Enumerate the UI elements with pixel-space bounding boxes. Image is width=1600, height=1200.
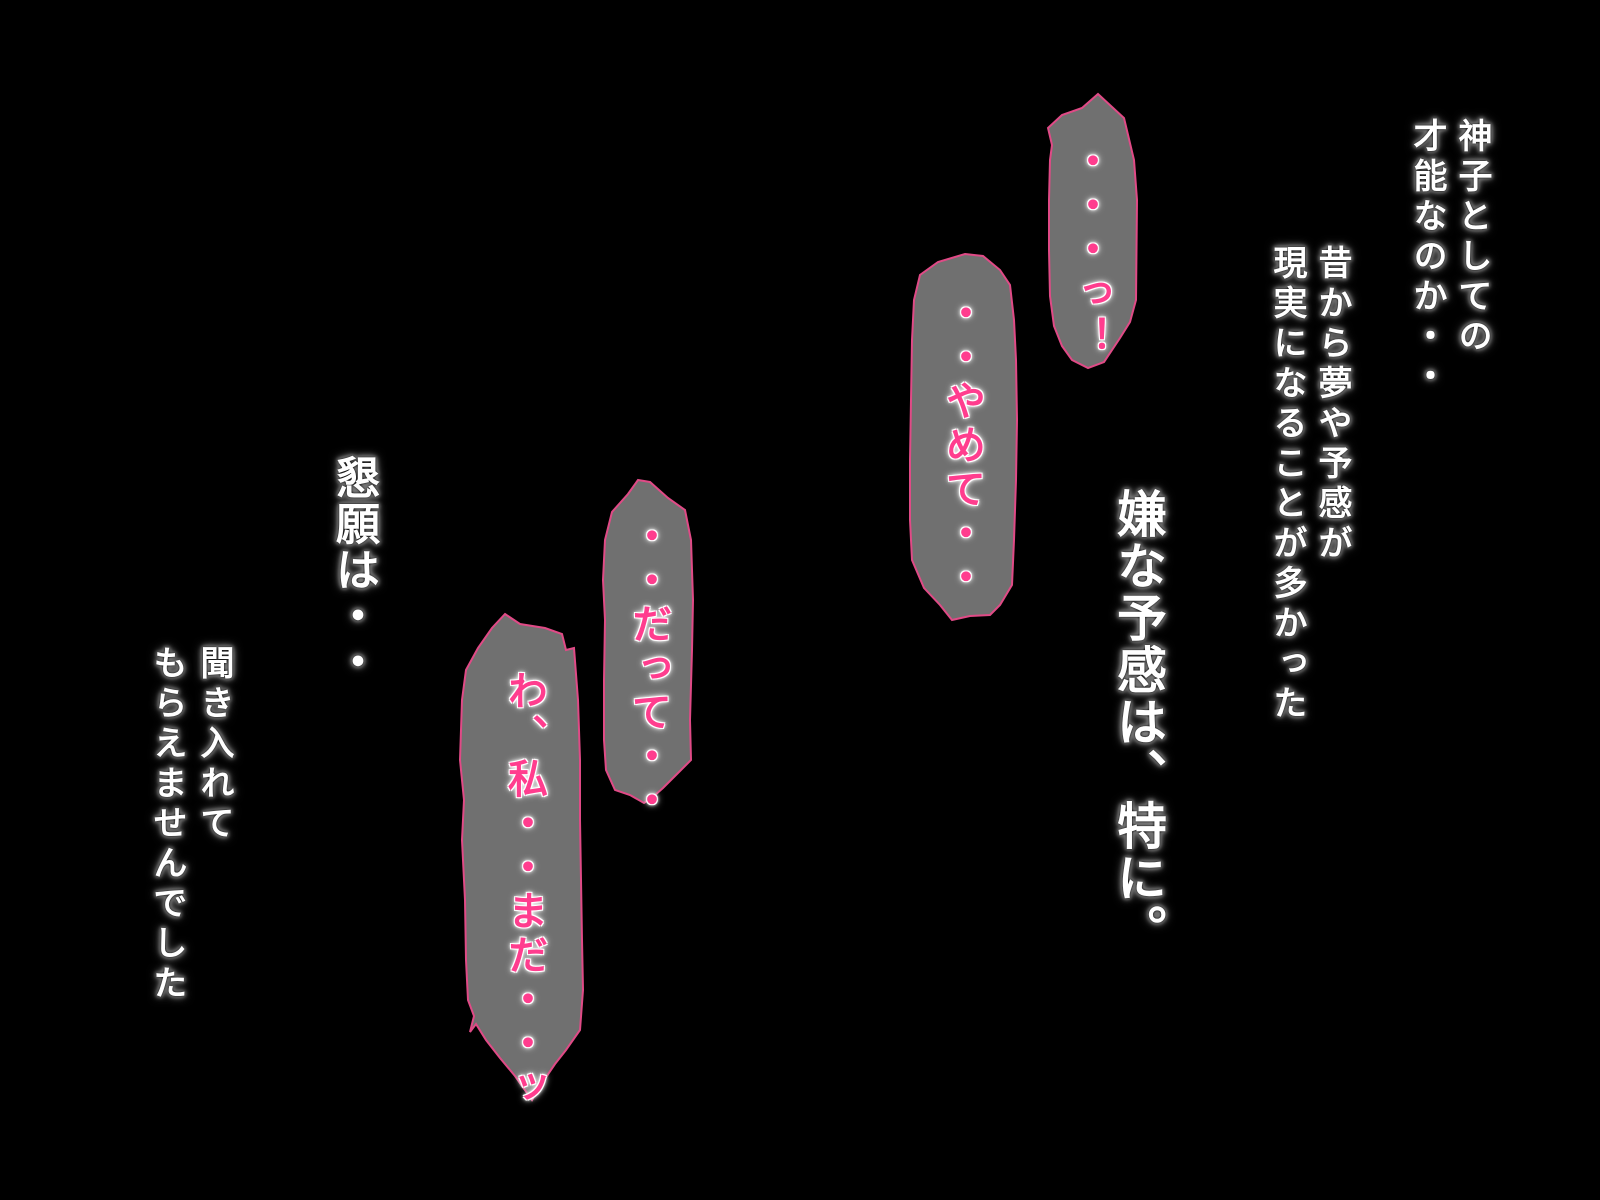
speech-bubble-1-text: ・・・っ！ [1066,140,1112,360]
speech-bubble-1 [1046,92,1139,370]
narration-line-7: 聞き入れて [194,645,234,845]
narration-line-1: 神子としての [1452,118,1492,358]
speech-bubble-2 [909,252,1019,622]
speech-bubble-3 [601,478,695,805]
speech-bubble-4 [458,612,585,1102]
narration-line-2: 才能なのか・・ [1407,118,1447,398]
speech-bubble-2-text: ・・やめて・・ [939,292,985,600]
narration-line-4: 現実になることが多かった [1267,245,1307,725]
narration-line-6: 懇願は・・ [328,455,379,685]
speech-bubble-4-text: わ、私・・まだ・・ッ [501,670,547,1110]
narration-line-8: もらえませんでした [147,645,187,1005]
narration-line-3: 昔から夢や予感が [1312,245,1352,565]
narration-line-5: 嫌な予感は、特に。 [1109,488,1167,956]
speech-bubble-3-text: ・・だって・・ [625,515,671,823]
